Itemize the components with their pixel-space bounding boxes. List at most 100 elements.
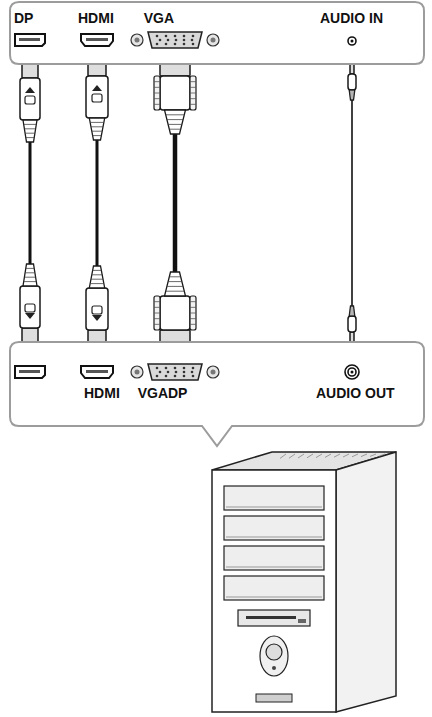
tower-side [336, 452, 396, 712]
strain-relief-ridge [92, 274, 102, 275]
thumbscrew-grip [190, 81, 196, 82]
thumbscrew-grip [154, 81, 160, 82]
plug-metal [88, 330, 106, 342]
strain-relief-ridge [350, 94, 355, 95]
strain-relief-ridge [25, 272, 35, 273]
thumbscrew-grip [190, 87, 196, 88]
strain-relief-ridge [25, 133, 35, 134]
hdmi-port [81, 34, 113, 46]
floppy-drive [238, 610, 310, 626]
thumbscrew-grip [154, 87, 160, 88]
vga-pin [183, 43, 186, 46]
thumbscrew-grip [190, 313, 196, 314]
thumbscrew-grip [190, 104, 196, 105]
thumbscrew-grip [154, 307, 160, 308]
power-led [272, 666, 276, 670]
vga-screw-hole [135, 370, 140, 375]
connector-panel: DPHDMI VGAAUDIO IN [10, 2, 424, 64]
port-label: DP [14, 10, 33, 26]
thumbscrew [190, 296, 196, 330]
strain-relief [89, 118, 104, 140]
strain-relief-ridge [24, 277, 35, 278]
strain-relief-ridge [92, 131, 102, 132]
plug-metal [22, 328, 38, 342]
vga-pin [183, 375, 186, 378]
vent-slot [316, 454, 322, 458]
thumbscrew [190, 76, 196, 110]
strain-relief-ridge [166, 291, 185, 292]
vga-pin [167, 39, 170, 42]
strain-relief-ridge [168, 124, 182, 125]
plug-logo [92, 94, 102, 102]
tower-base-slot [256, 694, 292, 702]
plug-mark [25, 313, 35, 319]
plug-body [20, 78, 40, 120]
plug-metal [350, 332, 354, 342]
port-label: AUDIO OUT [316, 385, 395, 401]
vga-pin [165, 367, 168, 370]
vga-pin [174, 43, 177, 46]
port-label: HDMI VGA [78, 10, 174, 26]
strain-relief-ridge [24, 124, 37, 125]
plug-logo [25, 304, 35, 312]
hdmi-port-tongue [86, 38, 108, 41]
vga-screw-hole [135, 38, 140, 43]
vga-pin [192, 375, 195, 378]
panel-border [10, 342, 424, 446]
dp-port-tongue [19, 370, 40, 373]
strain-relief-ridge [90, 283, 104, 284]
strain-relief-ridge [349, 92, 354, 93]
drive-bay-shadow [226, 537, 322, 538]
vga-pin [175, 371, 178, 374]
strain-relief [165, 272, 186, 296]
connector-panel: HDMI VGADPAUDIO OUT [10, 342, 424, 426]
vga-pin [174, 367, 177, 370]
strain-relief-ridge [350, 312, 355, 313]
thumbscrew [154, 76, 160, 110]
floppy-button [298, 619, 306, 623]
vent-slot [343, 454, 349, 457]
audio-jack-ring [345, 365, 359, 379]
strain-relief-ridge [350, 96, 354, 97]
tower-front [212, 470, 336, 712]
vga-pin [159, 39, 162, 42]
vga-pin [192, 43, 195, 46]
audio-jack-hole [351, 371, 354, 374]
thumbscrew-grip [190, 307, 196, 308]
drive-bay-shadow [226, 567, 322, 568]
plug-metal [88, 64, 106, 76]
plug-logo [92, 306, 102, 314]
strain-relief-ridge [24, 281, 37, 282]
plug-metal [22, 64, 38, 78]
strain-relief-ridge [166, 114, 185, 115]
vga-pin [183, 371, 186, 374]
strain-relief-ridge [167, 286, 183, 287]
drive-bay [224, 576, 324, 600]
vga-screw [207, 366, 219, 378]
strain-relief-ridge [26, 137, 34, 138]
plug-metal [350, 64, 354, 74]
vga-pin [159, 371, 162, 374]
vga-pin [183, 367, 186, 370]
strain-relief [349, 90, 355, 100]
thumbscrew-grip [154, 324, 160, 325]
panel-border [10, 2, 424, 64]
vent-slot [379, 454, 385, 456]
strain-relief-ridge [91, 279, 103, 280]
strain-relief-ridge [349, 314, 354, 315]
thumbscrew-grip [154, 313, 160, 314]
vga-pin [175, 39, 178, 42]
vent-slot [370, 454, 376, 456]
strain-relief [165, 110, 186, 134]
computer-tower [212, 452, 396, 712]
thumbscrew-grip [154, 98, 160, 99]
plug-body [348, 316, 356, 332]
plug-mark [92, 85, 102, 91]
dp-port [15, 366, 45, 378]
vga-screw [207, 34, 219, 46]
strain-relief-ridge [169, 129, 180, 130]
strain-relief [23, 264, 37, 286]
vent-slot [307, 454, 313, 458]
thumbscrew-grip [190, 301, 196, 302]
vga-port [148, 364, 202, 380]
